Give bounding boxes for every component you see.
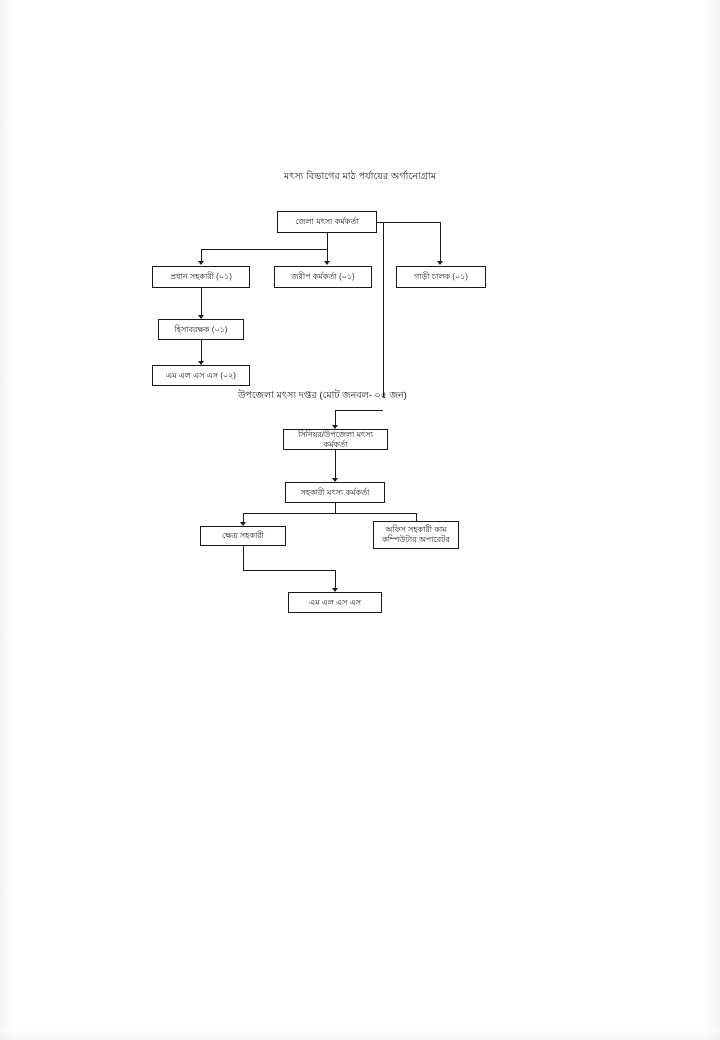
connector-head-bus-left	[201, 249, 327, 250]
scan-edge-bottom	[0, 1030, 720, 1040]
node-assistant-fisheries-officer: সহকারী মৎস্য কর্মকর্তা	[285, 482, 385, 503]
connector-field-assistant-across	[243, 570, 335, 571]
arrow-to-driver	[437, 261, 443, 265]
arrow-to-head-assistant	[198, 261, 204, 265]
upazila-section-heading: উপজেলা মৎস্য দপ্তর (মোট জনবল- ০৫ জন)	[238, 390, 407, 401]
connector-to-upazila-mlss	[335, 570, 336, 588]
node-head-assistant: প্রধান সহকারী (০১)	[152, 266, 250, 288]
node-office-assistant-cum-computer-operator: অফিস সহকারী কাম কম্পিউটার অপারেটর	[373, 521, 459, 549]
arrow-to-upazila-officer	[332, 425, 338, 429]
node-district-fisheries-officer: জেলা মৎস্য কর্মকর্তা	[277, 211, 377, 233]
scan-edge-left	[0, 0, 14, 1040]
connector-to-survey-officer	[327, 249, 328, 261]
connector-accountant-to-mlss	[201, 340, 202, 361]
node-field-assistant: ক্ষেত্র সহকারী	[200, 526, 286, 546]
connector-to-driver	[440, 222, 441, 261]
connector-assistant-officer-stem	[335, 503, 336, 513]
arrow-to-field-assistant	[240, 522, 246, 526]
connector-assistant-officer-bus	[243, 513, 416, 514]
connector-district-to-upazila-spine	[383, 222, 384, 397]
connector-field-assistant-down	[243, 546, 244, 570]
connector-to-office-assistant	[416, 513, 417, 522]
connector-head-stem	[327, 233, 328, 249]
chart-title: মৎস্য বিভাগের মাঠ পর্যায়ের অর্গানোগ্রাম	[283, 171, 437, 182]
arrow-to-assistant-officer	[332, 478, 338, 482]
connector-head-assistant-to-accountant	[201, 288, 202, 315]
connector-spine-elbow	[335, 410, 383, 411]
connector-elbow-to-upazila-officer	[335, 410, 336, 425]
arrow-to-upazila-mlss	[332, 588, 338, 592]
node-survey-officer: জরীপ কর্মকর্তা (০১)	[274, 266, 372, 288]
node-district-mlss: এম এল এস এস (০২)	[152, 365, 250, 386]
node-upazila-mlss: এম এল এস এস	[288, 592, 382, 613]
connector-head-right-bus	[377, 222, 440, 223]
arrow-to-accountant	[198, 315, 204, 319]
arrow-to-survey-officer	[324, 261, 330, 265]
arrow-to-district-mlss	[198, 361, 204, 365]
scan-edge-right	[704, 0, 720, 1040]
connector-to-field-assistant	[243, 513, 244, 522]
connector-to-head-assistant	[201, 249, 202, 261]
connector-officer-to-assistant-officer	[335, 450, 336, 478]
node-upazila-fisheries-officer: সিনিয়র/উপজেলা মৎস্য কর্মকর্তা	[283, 429, 388, 450]
node-accountant: হিসাবরক্ষক (০১)	[158, 319, 244, 340]
node-driver: গাড়ী চালক (০১)	[396, 266, 486, 288]
